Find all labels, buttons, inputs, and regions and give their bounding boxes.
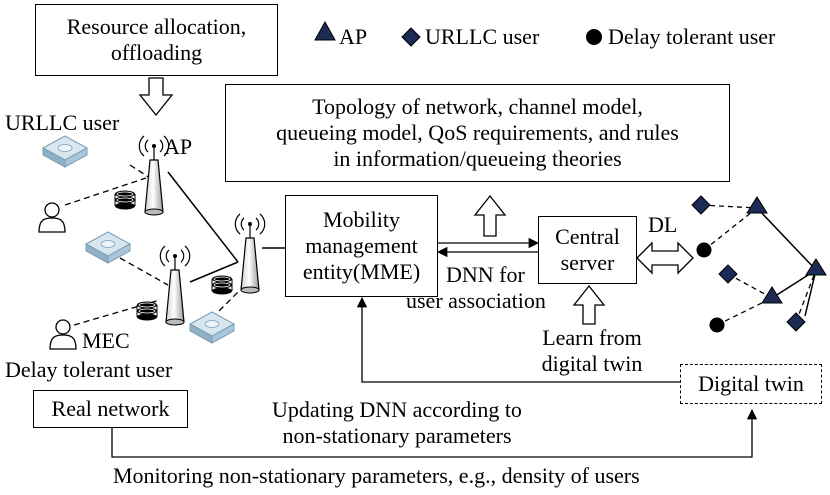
- mme-line-3: entity(MME): [302, 259, 421, 284]
- topology-box: Topology of network, channel model, queu…: [225, 84, 730, 182]
- user-link-5: [204, 289, 241, 326]
- legend-urllc-icon: [401, 27, 421, 47]
- mec-label: MEC: [82, 328, 130, 353]
- real-network-box: Real network: [33, 390, 188, 428]
- monitoring-label: Monitoring non-stationary parameters, e.…: [113, 463, 640, 488]
- legend-delay-tolerant-label: Delay tolerant user: [608, 24, 776, 49]
- delay-tolerant-user-label: Delay tolerant user: [5, 357, 173, 382]
- user-link-2: [64, 177, 147, 206]
- learn-up-arrow: [572, 284, 606, 325]
- resource-down-arrow: [138, 77, 174, 117]
- urllc-user-label: URLLC user: [5, 110, 120, 135]
- legend-ap-icon: [314, 20, 336, 41]
- resource-line-2: offloading: [110, 40, 203, 65]
- topology-line-3: in information/queueing theories: [333, 146, 622, 171]
- ap-tower-2: [159, 245, 191, 326]
- central-server-box: Central server: [538, 216, 637, 284]
- topology-line-2: queueing model, QoS requirements, and ru…: [276, 120, 679, 145]
- router-icon-3: [189, 311, 235, 344]
- learn-line-1: Learn from: [542, 325, 642, 350]
- user-link-3: [119, 257, 169, 286]
- digital-twin-box: Digital twin: [680, 364, 822, 404]
- legend-urllc-label: URLLC user: [425, 24, 540, 49]
- topology-up-arrow: [473, 194, 507, 237]
- updating-line-2: non-stationary parameters: [282, 423, 512, 448]
- mme-line-1: Mobility: [322, 207, 400, 232]
- real-network-label: Real network: [51, 396, 170, 421]
- mme-box: Mobility management entity(MME): [285, 195, 438, 297]
- mme-line-2: management: [305, 233, 418, 258]
- legend-delay-tolerant-icon: [586, 29, 602, 45]
- backhaul-link-2: [189, 261, 239, 283]
- digital-twin-label: Digital twin: [698, 371, 804, 396]
- server-icon-1: [114, 190, 136, 210]
- learn-line-2: digital twin: [541, 351, 643, 376]
- monitoring-arrow: [111, 408, 758, 458]
- backhaul-link-1: [167, 171, 239, 263]
- legend-ap-label: AP: [339, 24, 368, 49]
- resource-line-1: Resource allocation,: [66, 14, 247, 39]
- central-line-2: server: [560, 250, 615, 275]
- router-icon-2: [85, 231, 131, 264]
- dnn-line-2: user association: [406, 288, 546, 313]
- central-line-1: Central: [555, 224, 620, 249]
- person-icon-1: [38, 202, 66, 233]
- dnn-line-1: DNN for: [446, 262, 525, 287]
- dl-double-arrow: [636, 241, 694, 275]
- server-icon-2: [136, 301, 158, 321]
- dl-label: DL: [648, 212, 678, 237]
- resource-allocation-box: Resource allocation, offloading: [35, 4, 278, 76]
- server-icon-3: [211, 275, 233, 295]
- update-feedback-arrow: [356, 296, 680, 383]
- user-link-1: [129, 164, 151, 179]
- ap-label: AP: [164, 134, 193, 159]
- updating-line-1: Updating DNN according to: [272, 397, 522, 422]
- ap-tower-3: [234, 213, 266, 294]
- topology-line-1: Topology of network, channel model,: [312, 94, 643, 119]
- person-icon-2: [49, 319, 77, 350]
- learned-network-graph: [691, 195, 827, 333]
- router-icon-1: [42, 135, 88, 168]
